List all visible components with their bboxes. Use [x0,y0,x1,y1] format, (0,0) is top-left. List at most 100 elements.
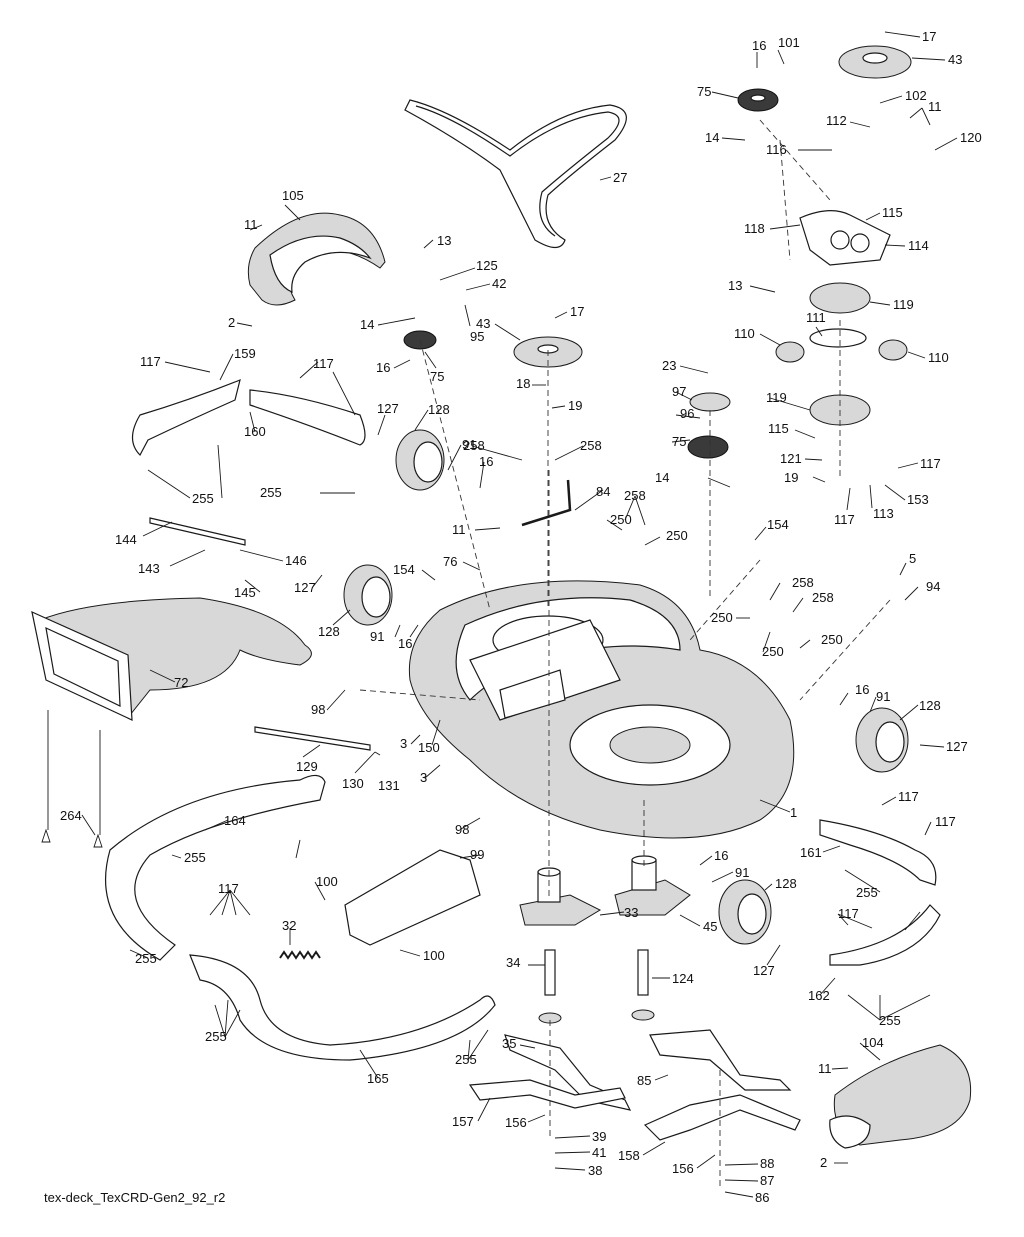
callout-23: 23 [662,358,676,373]
callout-154: 154 [393,562,415,577]
callout-75: 75 [430,369,444,384]
callout-117: 117 [898,789,919,804]
callout-264: 264 [60,808,82,823]
callout-86: 86 [755,1190,769,1205]
part-shaft-34 [544,949,556,996]
callout-76: 76 [443,554,457,569]
callout-100: 100 [316,874,338,889]
callout-165: 165 [367,1071,389,1086]
callout-14: 14 [705,130,719,145]
callout-110: 110 [928,350,949,365]
callout-164: 164 [224,813,246,828]
callout-111: 111 [806,310,826,325]
callout-35: 35 [502,1036,516,1051]
callout-91: 91 [462,437,476,452]
callout-43: 43 [948,52,962,67]
callout-128: 128 [318,624,340,639]
part-bracket-99 [344,849,481,946]
part-belt [404,99,627,249]
callout-117: 117 [313,356,334,371]
callout-127: 127 [946,739,968,754]
callout-104: 104 [862,1035,884,1050]
callout-250: 250 [610,512,632,527]
part-pulley-97 [689,392,731,412]
callout-leaders [81,31,958,1198]
part-belt-cover-left [247,212,386,306]
callout-98: 98 [455,822,469,837]
callout-258: 258 [812,590,834,605]
part-rail-164 [105,774,326,961]
callout-11: 11 [818,1061,832,1076]
part-rod-144 [149,517,246,546]
callout-255: 255 [135,951,157,966]
callout-110: 110 [734,326,755,341]
callout-91: 91 [370,629,384,644]
callout-117: 117 [218,881,239,896]
callout-250: 250 [666,528,688,543]
callout-117: 117 [935,814,956,829]
callout-255: 255 [455,1052,477,1067]
part-gear-119-upper [809,282,871,314]
part-idler-75-right [687,435,729,459]
callout-150: 150 [418,740,440,755]
part-wheel-128-d [718,879,772,945]
callout-115: 115 [882,205,903,220]
callout-11: 11 [244,217,258,232]
callout-255: 255 [192,491,214,506]
part-wheel-128-b [343,564,393,626]
callout-153: 153 [907,492,929,507]
callout-157: 157 [452,1114,474,1129]
part-wheel-128-c [855,707,909,773]
callout-16: 16 [752,38,766,53]
callout-3: 3 [400,736,407,751]
part-blade-85 [649,1029,792,1091]
callout-91: 91 [735,865,749,880]
callout-145: 145 [234,585,256,600]
callout-255: 255 [184,850,206,865]
assembly-guide-lines [359,119,891,1190]
callout-120: 120 [960,130,982,145]
callout-143: 143 [138,561,160,576]
callout-16: 16 [714,848,728,863]
callout-250: 250 [711,610,733,625]
callout-129: 129 [296,759,318,774]
callout-16: 16 [855,682,869,697]
callout-3: 3 [420,770,427,785]
callout-117: 117 [834,512,855,527]
callout-39: 39 [592,1129,606,1144]
callout-88: 88 [760,1156,774,1171]
callout-32: 32 [282,918,296,933]
callout-34: 34 [506,955,520,970]
callout-43: 43 [476,316,490,331]
part-shaft-124 [637,949,649,996]
part-rail-162 [829,904,941,966]
part-gasket-111 [809,328,867,348]
callout-16: 16 [479,454,493,469]
callout-255: 255 [205,1029,227,1044]
callout-75: 75 [672,434,686,449]
callout-94: 94 [926,579,940,594]
callout-255: 255 [260,485,282,500]
callout-258: 258 [624,488,646,503]
callout-156: 156 [505,1115,527,1130]
callout-95: 95 [470,329,484,344]
callout-2: 2 [820,1155,827,1170]
part-rail-159 [131,379,241,456]
part-spindle-33 [519,867,602,926]
callout-158: 158 [618,1148,640,1163]
part-blade-157 [468,1079,626,1109]
callout-11: 11 [452,522,466,537]
callout-41: 41 [592,1145,606,1160]
callout-118: 118 [744,221,765,236]
callout-250: 250 [821,632,843,647]
callout-100: 100 [423,948,445,963]
callout-144: 144 [115,532,137,547]
callout-114: 114 [908,238,929,253]
callout-98: 98 [311,702,325,717]
callout-75: 75 [697,84,711,99]
callout-116: 116 [766,142,787,157]
callout-119: 119 [766,390,787,405]
part-gear-110-left [775,341,805,363]
